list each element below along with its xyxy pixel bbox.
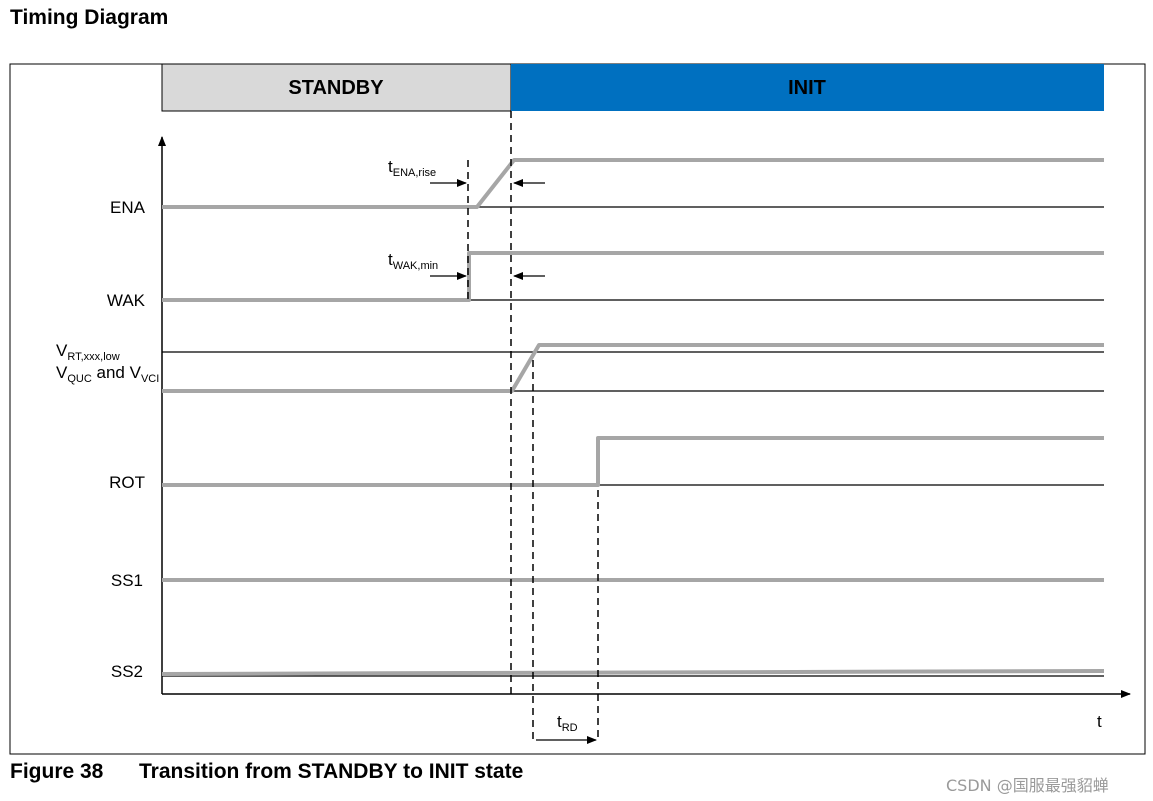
signal-label-rot: ROT <box>109 473 145 492</box>
init-band <box>511 64 1104 111</box>
signal-label-ss1: SS1 <box>111 571 143 590</box>
init-label: INIT <box>788 77 826 99</box>
vquc-waveform <box>162 343 1104 393</box>
signal-label-ss2: SS2 <box>111 662 143 681</box>
ena-waveform <box>162 158 1104 209</box>
time-axis-label: t <box>1097 712 1102 731</box>
figure-caption: Figure 38 Transition from STANDBY to INIT… <box>10 760 523 784</box>
rot-waveform <box>162 436 1104 487</box>
figure-frame <box>9 63 1146 755</box>
waveforms <box>161 158 1105 676</box>
signal-label-ena: ENA <box>110 198 146 217</box>
signal-label-wak: WAK <box>107 291 146 310</box>
figure-caption-text: Transition from STANDBY to INIT state <box>139 760 524 783</box>
page-title: Timing Diagram <box>10 6 169 29</box>
reference-lines <box>162 206 1104 677</box>
timing-arrows <box>430 179 597 744</box>
signal-label-vquc-vvci: VQUC and VVCI <box>56 363 159 385</box>
standby-label: STANDBY <box>288 77 384 99</box>
dashed-markers <box>467 111 599 740</box>
ss2-waveform <box>161 669 1105 676</box>
t-ena-rise-label: tENA,rise <box>388 157 436 179</box>
t-rd-label: tRD <box>557 712 578 734</box>
figure-number: Figure 38 <box>10 760 104 783</box>
t-wak-min-label: tWAK,min <box>388 250 438 272</box>
wak-waveform <box>162 251 1104 302</box>
signal-label-vrt: VRT,xxx,low <box>56 341 120 363</box>
watermark: CSDN @国服最强貂蝉 <box>946 776 1109 795</box>
